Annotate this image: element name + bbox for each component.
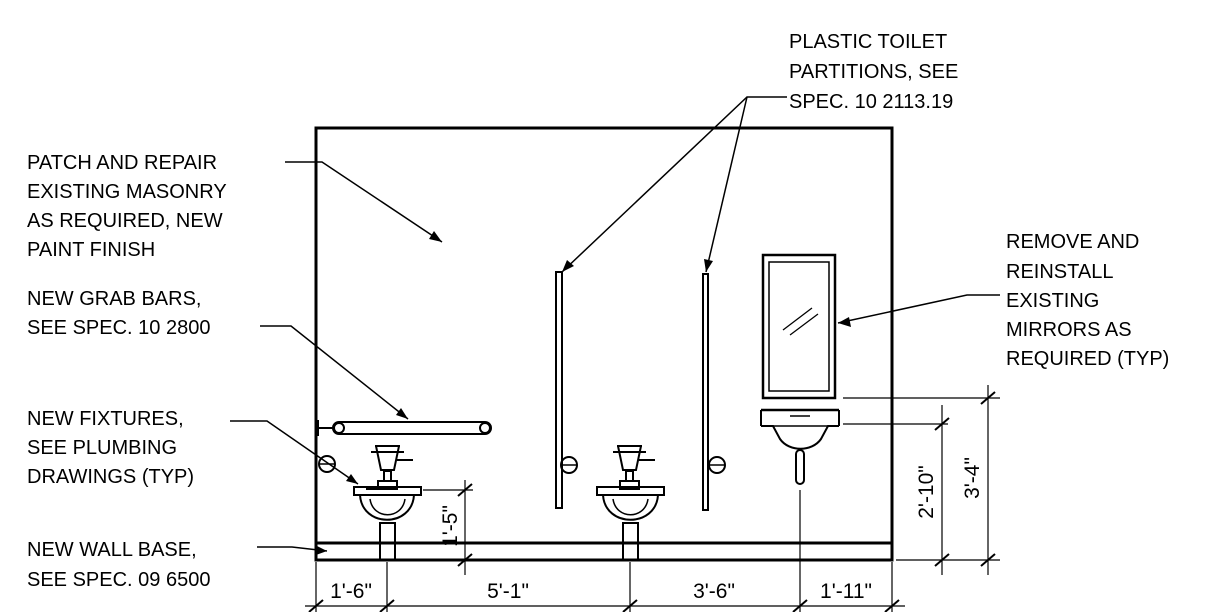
arrowhead bbox=[429, 231, 442, 242]
leader-masonry bbox=[285, 161, 443, 243]
dimension-label: 2'-10" bbox=[915, 465, 938, 519]
toilet-fixture bbox=[596, 445, 665, 561]
dimension-label: 3'-4" bbox=[961, 457, 984, 499]
toilet-fixture bbox=[353, 445, 422, 561]
note-line: SEE PLUMBING bbox=[27, 437, 177, 459]
arrowhead bbox=[838, 317, 851, 327]
note-line: NEW FIXTURES, bbox=[27, 408, 184, 430]
note-line: REMOVE AND bbox=[1006, 231, 1139, 253]
note-line: SPEC. 10 2113.19 bbox=[789, 91, 953, 113]
note-grab-bars: NEW GRAB BARS, SEE SPEC. 10 2800 bbox=[27, 288, 210, 339]
toilet-partition bbox=[702, 273, 709, 511]
note-fixtures: NEW FIXTURES, SEE PLUMBING DRAWINGS (TYP… bbox=[27, 408, 194, 488]
leader-mirrors bbox=[837, 294, 1000, 324]
arrowhead bbox=[316, 546, 327, 555]
wall-elevation-outline bbox=[314, 126, 894, 562]
arrowhead bbox=[562, 260, 574, 272]
note-line: PLASTIC TOILET bbox=[789, 31, 947, 53]
note-line: EXISTING bbox=[1006, 290, 1099, 312]
note-line: SEE SPEC. 10 2800 bbox=[27, 317, 210, 339]
toilet-paper-holder bbox=[708, 456, 726, 474]
note-line: MIRRORS AS bbox=[1006, 319, 1132, 341]
note-line: REQUIRED (TYP) bbox=[1006, 348, 1169, 370]
leader-partitions bbox=[561, 96, 787, 273]
toilet-paper-holder bbox=[560, 456, 578, 474]
note-line: NEW WALL BASE, bbox=[27, 539, 197, 561]
note-line: NEW GRAB BARS, bbox=[27, 288, 201, 310]
mirror bbox=[761, 253, 837, 400]
leader-wall-base bbox=[257, 546, 328, 552]
leader-grab-bars bbox=[260, 325, 409, 420]
note-line: REINSTALL bbox=[1006, 261, 1113, 283]
note-line: PARTITIONS, SEE bbox=[789, 61, 958, 83]
toilet-paper-holder bbox=[318, 455, 336, 473]
note-masonry: PATCH AND REPAIR EXISTING MASONRY AS REQ… bbox=[27, 152, 227, 261]
leader-partitions bbox=[705, 96, 748, 273]
note-mirrors: REMOVE AND REINSTALL EXISTING MIRRORS AS… bbox=[1006, 231, 1169, 370]
note-line: EXISTING MASONRY bbox=[27, 181, 227, 203]
seat-height-dimension bbox=[423, 480, 473, 575]
note-line: DRAWINGS (TYP) bbox=[27, 466, 194, 488]
leader-fixtures bbox=[230, 420, 359, 485]
grab-bar bbox=[317, 420, 492, 436]
note-wall-base: NEW WALL BASE, SEE SPEC. 09 6500 bbox=[27, 539, 210, 591]
lavatory-sink bbox=[760, 408, 840, 485]
note-line: SEE SPEC. 09 6500 bbox=[27, 569, 210, 591]
dimension-label: 1'-6" bbox=[330, 580, 372, 603]
note-line: PATCH AND REPAIR bbox=[27, 152, 217, 174]
horizontal-dimension-string bbox=[305, 490, 905, 612]
note-partitions: PLASTIC TOILET PARTITIONS, SEE SPEC. 10 … bbox=[789, 31, 958, 113]
dimension-label: 5'-1" bbox=[487, 580, 529, 603]
note-line: AS REQUIRED, NEW bbox=[27, 210, 223, 232]
dimension-label: 1'-5" bbox=[439, 505, 462, 547]
arrowhead bbox=[704, 259, 713, 272]
vertical-height-dimensions bbox=[843, 385, 1000, 575]
note-line: PAINT FINISH bbox=[27, 239, 155, 261]
dimension-label: 3'-6" bbox=[693, 580, 735, 603]
arrowhead bbox=[346, 474, 358, 484]
arrowhead bbox=[396, 408, 408, 419]
toilet-partition bbox=[555, 271, 563, 509]
dimension-label: 1'-11" bbox=[820, 580, 872, 603]
